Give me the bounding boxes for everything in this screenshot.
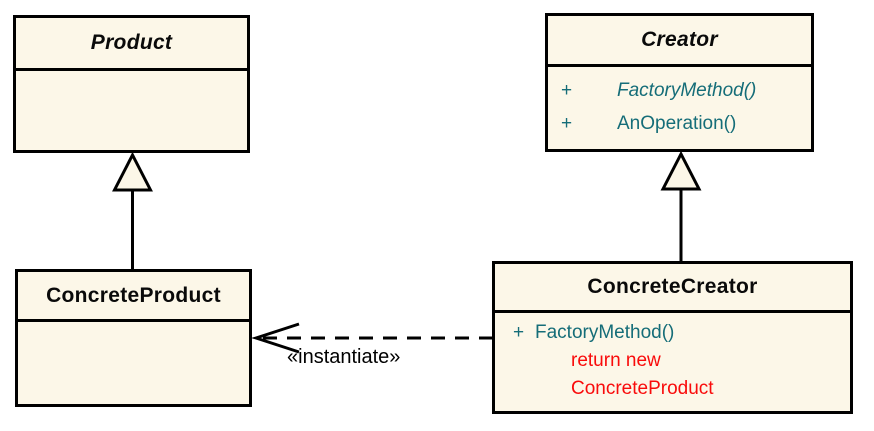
class-concrete-creator-body: + FactoryMethod() return new ConcretePro… [495, 313, 850, 406]
method-name: FactoryMethod() [617, 80, 757, 101]
class-product: Product [13, 15, 250, 153]
method-name: FactoryMethod() [535, 322, 675, 343]
generalization-product-edge [112, 151, 153, 269]
class-concrete-creator-title: ConcreteCreator [495, 264, 850, 313]
method-factorymethod: + FactoryMethod() [548, 80, 811, 113]
generalization-creator-edge [660, 150, 702, 261]
method-note-line: return new [571, 350, 661, 371]
class-concrete-creator: ConcreteCreator + FactoryMethod() return… [492, 261, 853, 414]
method-name: AnOperation() [617, 113, 737, 134]
visibility-plus: + [513, 322, 525, 343]
class-concrete-product-title: ConcreteProduct [18, 272, 249, 322]
class-creator-body: + FactoryMethod() + AnOperation() [548, 67, 811, 146]
class-creator-title: Creator [548, 16, 811, 67]
method-anoperation: + AnOperation() [548, 113, 811, 146]
visibility-plus: + [561, 113, 573, 134]
inheritance-triangle-icon [112, 151, 153, 192]
method-note-line: ConcreteProduct [571, 378, 714, 399]
instantiate-label: «instantiate» [287, 346, 401, 368]
method-factorymethod: + FactoryMethod() [495, 322, 850, 350]
inheritance-triangle-icon [660, 150, 702, 191]
class-creator: Creator + FactoryMethod() + AnOperation(… [545, 13, 814, 152]
visibility-plus: + [561, 80, 573, 101]
class-product-title: Product [16, 18, 247, 71]
class-concrete-product: ConcreteProduct [15, 269, 252, 407]
